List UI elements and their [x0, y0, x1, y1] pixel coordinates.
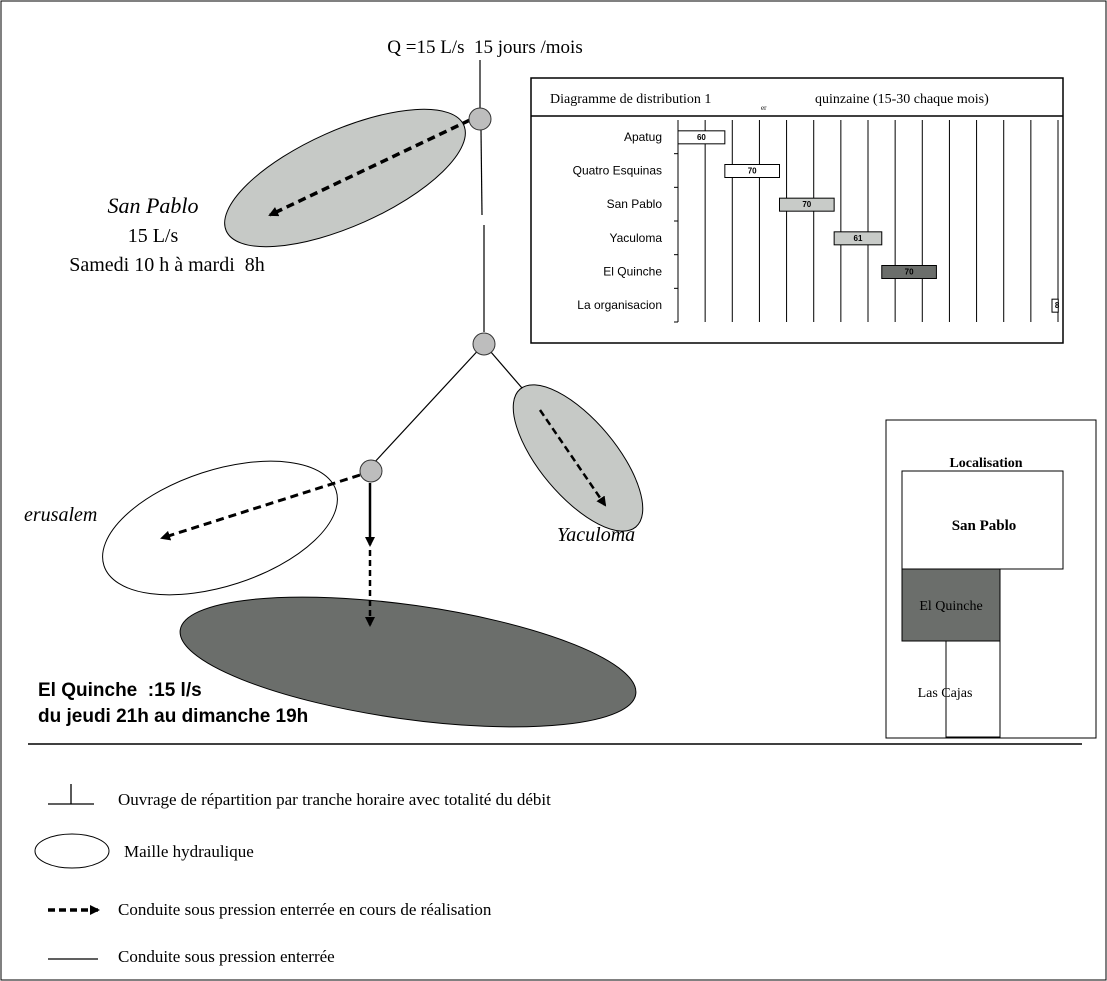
gantt-bar: [881, 265, 937, 279]
gantt-row-label: La organisacion: [577, 298, 662, 312]
legend-ouvrage-icon: [48, 784, 94, 805]
legend: Ouvrage de répartition par tranche horai…: [34, 784, 551, 966]
el-quinche-schedule: du jeudi 21h au dimanche 19h: [38, 706, 308, 727]
gantt-bar: [724, 164, 780, 178]
san-pablo-schedule: Samedi 10 h à mardi 8h: [69, 254, 265, 276]
localisation-las-cajas-label: Las Cajas: [918, 686, 973, 701]
source-label: Q =15 L/s 15 jours /mois: [387, 37, 582, 58]
el-quinche-flow: El Quinche :15 l/s: [38, 680, 202, 701]
gantt-row-label: Apatug: [624, 130, 662, 144]
gantt-title-super: er: [761, 104, 767, 112]
localisation-el-quinche-label: El Quinche: [919, 599, 982, 614]
gantt-row-label: El Quinche: [603, 265, 662, 279]
localisation-las-cajas: [945, 640, 1001, 738]
legend-conduite: Conduite sous pression enterrée: [118, 947, 335, 966]
localisation-san-pablo: [901, 470, 1064, 570]
localisation-inset: Localisation San Pablo El Quinche Las Ca…: [885, 419, 1097, 739]
pipe-to-yaculoma: [538, 409, 607, 507]
yaculoma-name: Yaculoma: [557, 524, 635, 546]
distribution-node-2: [472, 332, 496, 356]
san-pablo-name: San Pablo: [107, 193, 198, 218]
legend-maille: Maille hydraulique: [124, 842, 254, 861]
zone-jerusalem: [102, 460, 338, 596]
localisation-san-pablo-label: San Pablo: [952, 518, 1017, 534]
legend-ouvrage: Ouvrage de répartition par tranche horai…: [118, 790, 551, 809]
localisation-title: Localisation: [949, 456, 1022, 471]
san-pablo-flow: 15 L/s: [128, 225, 179, 247]
pipe-to-jerusalem: [160, 473, 361, 541]
distribution-node-3: [359, 459, 383, 483]
distribution-gantt: Diagramme de distribution 1 er quinzaine…: [530, 77, 1064, 344]
legend-conduite-realisation: Conduite sous pression enterrée en cours…: [118, 900, 492, 919]
pipe-to-san-pablo: [268, 118, 471, 217]
zone-yaculoma: [512, 384, 644, 532]
gantt-bar: [1051, 298, 1059, 313]
distribution-node-1: [468, 107, 492, 131]
legend-maille-icon: [34, 833, 110, 869]
gantt-row-label: Yaculoma: [610, 231, 663, 245]
gantt-grid: [674, 120, 1059, 323]
gantt-bar: [778, 197, 835, 212]
gantt-bar-value: 61: [854, 234, 863, 243]
gantt-bar-value: 70: [802, 200, 811, 209]
jerusalem-name: erusalem: [24, 504, 97, 526]
localisation-el-quinche: [901, 568, 1001, 642]
gantt-bar-value: 70: [748, 167, 757, 176]
gantt-bar: [677, 130, 726, 145]
gantt-title-prefix: Diagramme de distribution 1: [550, 92, 711, 107]
gantt-row-label: Quatro Esquinas: [573, 164, 662, 178]
gantt-bar-value: 70: [905, 268, 914, 277]
gantt-row-label: San Pablo: [607, 197, 663, 211]
gantt-bar: [833, 231, 883, 246]
gantt-title-suffix: quinzaine (15-30 chaque mois): [815, 92, 989, 107]
gantt-bar-value: 8: [1055, 301, 1060, 310]
gantt-bar-value: 60: [697, 133, 706, 142]
zone-el-quinche: [179, 596, 637, 728]
